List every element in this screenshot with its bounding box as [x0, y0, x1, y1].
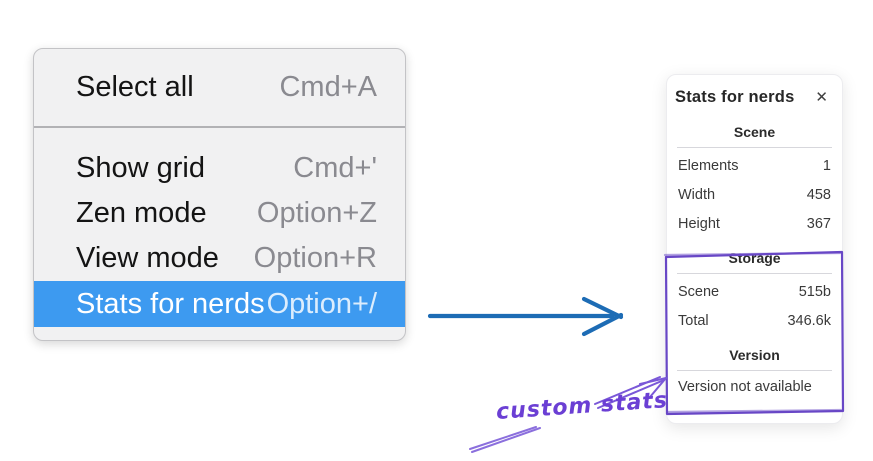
- stat-label: Width: [678, 186, 716, 203]
- view-context-menu: Select all Cmd+A Show grid Cmd+' Zen mod…: [33, 48, 406, 341]
- menu-item-label: Stats for nerds: [76, 287, 265, 320]
- menu-item-label: Zen mode: [76, 197, 207, 229]
- stat-row-height: Height 367: [675, 209, 834, 238]
- menu-section-top: Select all Cmd+A: [34, 49, 405, 128]
- stat-row-elements: Elements 1: [675, 151, 834, 180]
- menu-item-label: Show grid: [76, 152, 205, 184]
- stats-for-nerds-panel: Stats for nerds ✕ Scene Elements 1 Width…: [666, 74, 843, 424]
- menu-item-label: Select all: [76, 71, 194, 103]
- stats-section-version: Version Version not available: [675, 347, 834, 395]
- section-divider: [677, 147, 832, 148]
- stat-label: Height: [678, 215, 720, 232]
- stat-row-width: Width 458: [675, 180, 834, 209]
- menu-item-view-mode[interactable]: View mode Option+R: [34, 236, 405, 281]
- section-title: Storage: [728, 250, 781, 266]
- close-icon[interactable]: ✕: [815, 89, 828, 106]
- panel-header: Stats for nerds ✕: [675, 88, 834, 107]
- flow-arrow: [427, 296, 624, 337]
- menu-item-zen-mode[interactable]: Zen mode Option+Z: [34, 191, 405, 236]
- stat-value: 367: [806, 215, 831, 232]
- stat-row-total-storage: Total 346.6k: [675, 306, 834, 335]
- menu-section-bottom: Show grid Cmd+' Zen mode Option+Z View m…: [34, 128, 405, 340]
- menu-item-label: View mode: [76, 242, 219, 274]
- annotation-arrow: [594, 376, 667, 409]
- stat-label: Scene: [678, 283, 720, 300]
- menu-item-select-all[interactable]: Select all Cmd+A: [34, 65, 405, 110]
- stat-value: 1: [822, 157, 831, 174]
- section-divider: [677, 370, 832, 371]
- stat-value: 458: [806, 186, 831, 203]
- version-note: Version not available: [678, 379, 812, 395]
- stat-value: 346.6k: [787, 312, 831, 329]
- annotation-stroke: [469, 426, 541, 453]
- panel-title: Stats for nerds: [675, 88, 795, 106]
- stat-value: 515b: [798, 283, 831, 300]
- stats-section-scene: Scene Elements 1 Width 458 Height 367: [675, 124, 834, 238]
- menu-item-shortcut: Option+R: [253, 242, 377, 274]
- menu-item-shortcut: Cmd+A: [279, 71, 377, 103]
- stat-row-scene-storage: Scene 515b: [675, 277, 834, 306]
- section-divider: [677, 273, 832, 274]
- menu-item-shortcut: Option+/: [266, 287, 377, 320]
- menu-item-shortcut: Cmd+': [293, 152, 377, 184]
- section-title: Version: [729, 347, 780, 363]
- stat-label: Total: [678, 312, 709, 329]
- menu-item-shortcut: Option+Z: [256, 197, 377, 229]
- custom-stats-annotation: custom stats: [495, 388, 669, 425]
- stat-label: Elements: [678, 157, 739, 174]
- section-title: Scene: [733, 124, 776, 140]
- menu-item-show-grid[interactable]: Show grid Cmd+': [34, 146, 405, 191]
- menu-item-stats-for-nerds[interactable]: Stats for nerds Option+/: [34, 281, 405, 327]
- stats-section-storage: Storage Scene 515b Total 346.6k: [675, 250, 834, 335]
